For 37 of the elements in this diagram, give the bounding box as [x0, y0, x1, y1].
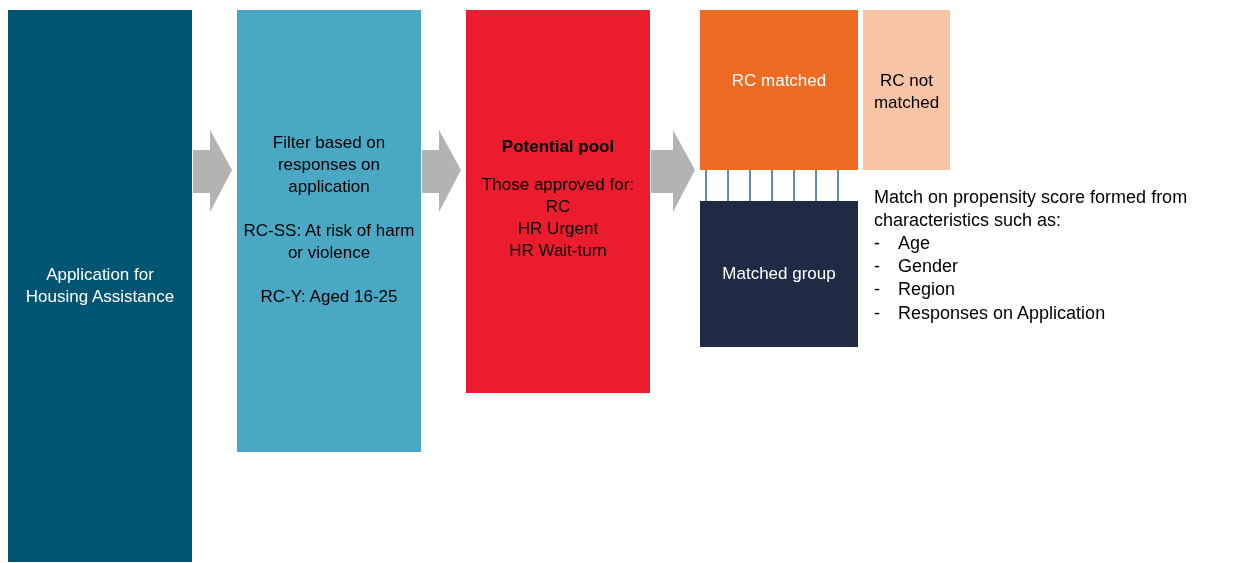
connector-line — [793, 169, 795, 202]
body-text: Those approved for: — [481, 174, 635, 196]
process-box — [8, 10, 192, 562]
list-item: Region — [898, 278, 956, 301]
box-label: RC matched — [731, 70, 827, 92]
criterion-text: RC-Y: Aged 16-25 — [260, 286, 398, 308]
process-box — [700, 10, 858, 170]
box-heading: Filter based on responses on application — [271, 132, 387, 198]
connector-line — [837, 169, 839, 202]
list-item: HR Urgent — [517, 218, 599, 240]
block-arrow — [193, 130, 232, 212]
connector-line — [771, 169, 773, 202]
note-text: Match on propensity score formed from characteristics such as: — [874, 186, 1189, 232]
box-label: Matched group — [722, 263, 836, 285]
list-item: Responses on Application — [898, 302, 1106, 325]
block-arrow — [422, 130, 461, 212]
connector-line — [749, 169, 751, 202]
connector-line — [727, 169, 729, 202]
block-arrow — [651, 130, 695, 212]
list-dash: - — [874, 232, 880, 255]
process-box — [863, 10, 950, 170]
list-item: Age — [898, 232, 931, 255]
list-dash: - — [874, 278, 880, 301]
connector-line — [705, 169, 707, 202]
list-dash: - — [874, 302, 880, 325]
process-box — [237, 10, 421, 452]
box-heading: Potential pool — [501, 136, 615, 158]
list-item: HR Wait-turn — [509, 240, 607, 262]
list-dash: - — [874, 255, 880, 278]
box-label: RC not matched — [872, 70, 941, 114]
process-box — [700, 201, 858, 347]
criterion-text: RC-SS: At risk of harm or violence — [243, 220, 415, 264]
list-item: RC — [545, 196, 571, 218]
connector-line — [815, 169, 817, 202]
box-label: Application for Housing Assistance — [24, 264, 176, 308]
process-box — [466, 10, 650, 393]
list-item: Gender — [898, 255, 959, 278]
